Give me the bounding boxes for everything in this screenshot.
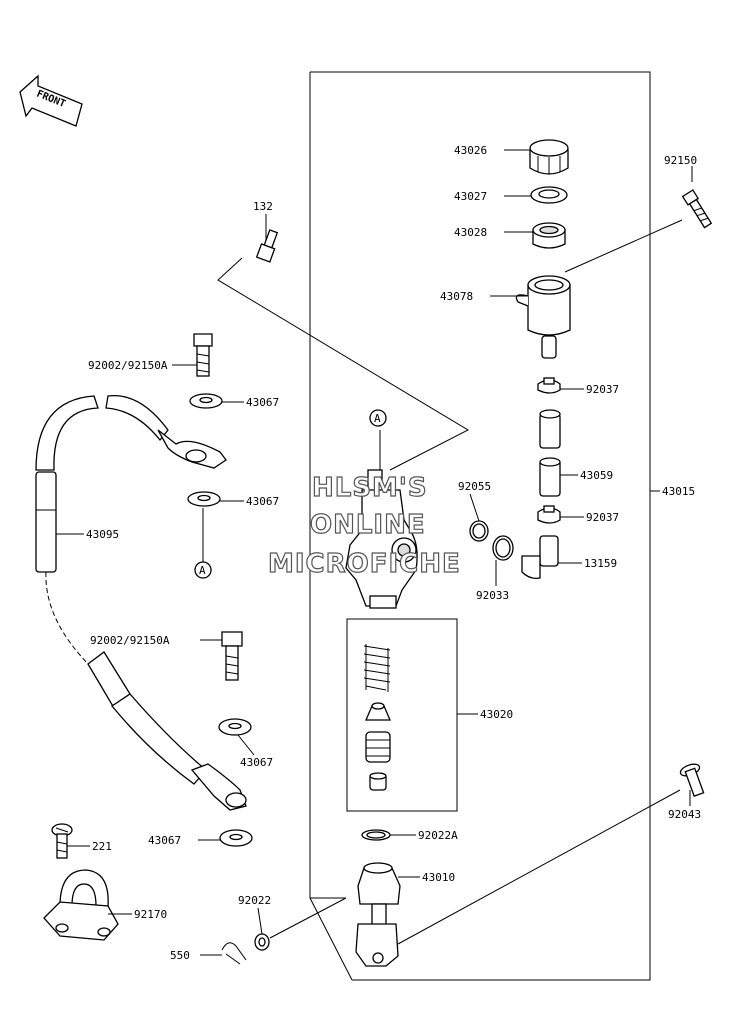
label-92037-a: 92037 [586, 383, 619, 396]
label-92002-92150a-bottom: 92002/92150A [90, 634, 170, 647]
svg-text:HLSM'S: HLSM'S [312, 473, 428, 503]
assembly-frame [309, 71, 651, 981]
ref-marker-a: A [369, 409, 387, 427]
o-ring-icon [469, 520, 489, 542]
reservoir-icon [515, 275, 571, 359]
washer-icon [187, 491, 221, 507]
label-221: 221 [92, 840, 112, 853]
sub-frame-43020 [346, 618, 458, 812]
label-92022a: 92022A [418, 829, 458, 842]
pipe-icon [539, 409, 561, 449]
label-43015: 43015 [662, 485, 695, 498]
label-43010: 43010 [422, 871, 455, 884]
screw-icon [51, 823, 73, 859]
label-92033: 92033 [476, 589, 509, 602]
label-43078: 43078 [440, 290, 473, 303]
label-43059: 43059 [580, 469, 613, 482]
label-43067-b: 43067 [246, 495, 279, 508]
label-43026: 43026 [454, 144, 487, 157]
label-13159: 13159 [584, 557, 617, 570]
circlip-icon [492, 535, 514, 561]
push-rod-icon [355, 862, 401, 967]
label-132: 132 [253, 200, 273, 213]
svg-text:A: A [199, 564, 206, 577]
washer-icon [219, 829, 253, 847]
label-43027: 43027 [454, 190, 487, 203]
watermark: HLSM'S ONLINE MICROFICHE [267, 472, 461, 579]
bolt-icon [681, 189, 713, 229]
bolt-icon [255, 229, 279, 263]
snap-ring-icon [361, 829, 391, 841]
connector-icon [521, 535, 559, 580]
washer-icon [218, 718, 252, 736]
hose-clamp-icon [537, 377, 561, 394]
pin-icon [679, 763, 705, 797]
piston-icon [365, 731, 391, 763]
brake-hose-icon [35, 394, 247, 811]
part-labels: 43026 43027 43028 43078 92150 132 92002/… [86, 144, 701, 962]
spring-icon [363, 644, 391, 692]
label-43095: 43095 [86, 528, 119, 541]
master-cylinder-icon [345, 430, 418, 609]
label-550: 550 [170, 949, 190, 962]
label-43028: 43028 [454, 226, 487, 239]
leader-lines [56, 149, 693, 956]
label-92150: 92150 [664, 154, 697, 167]
label-43067-c: 43067 [240, 756, 273, 769]
label-92022: 92022 [238, 894, 271, 907]
label-92043: 92043 [668, 808, 701, 821]
hose-guide-icon [43, 869, 119, 941]
cap-icon [529, 139, 569, 175]
banjo-bolt-icon [221, 631, 243, 681]
label-92055: 92055 [458, 480, 491, 493]
label-43067-a: 43067 [246, 396, 279, 409]
svg-text:MICROFICHE: MICROFICHE [268, 549, 461, 579]
label-92002-92150a-top: 92002/92150A [88, 359, 168, 372]
reference-line [217, 257, 470, 471]
cotter-pin-icon [221, 942, 247, 965]
label-43020: 43020 [480, 708, 513, 721]
svg-text:ONLINE: ONLINE [310, 510, 426, 540]
ref-marker-a: A [194, 508, 212, 579]
seal-icon [369, 772, 387, 791]
front-arrow-icon: FRONT [19, 74, 83, 127]
label-92037-b: 92037 [586, 511, 619, 524]
svg-text:A: A [374, 412, 381, 425]
hose-clamp-icon [537, 505, 561, 524]
hose-icon [539, 457, 561, 497]
washer-icon [189, 393, 223, 409]
label-43067-d: 43067 [148, 834, 181, 847]
label-92170: 92170 [134, 908, 167, 921]
diaphragm-icon [532, 222, 566, 249]
washer-icon [254, 933, 270, 951]
plate-icon [530, 186, 568, 204]
banjo-bolt-icon [193, 333, 213, 377]
piston-cup-icon [365, 702, 391, 721]
